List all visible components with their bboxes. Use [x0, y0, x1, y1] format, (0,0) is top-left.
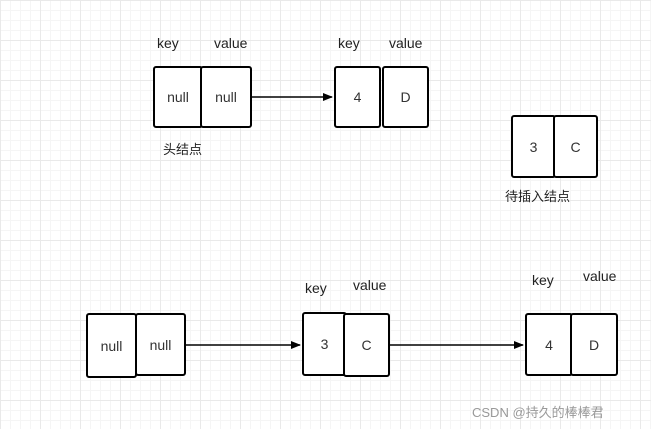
bottom-node3-value-cell: C	[343, 313, 390, 377]
bottom-head-value-cell: null	[135, 313, 186, 376]
bottom-node4-value-cell: D	[570, 313, 618, 376]
bottom-node4-key-header: key	[532, 272, 554, 288]
top-head-key-header: key	[157, 35, 179, 51]
csdn-watermark: CSDN @持久的棒棒君	[472, 405, 604, 420]
bottom-node3-value-header: value	[353, 277, 387, 293]
head-node-caption: 头结点	[163, 142, 203, 157]
pending-key-cell: 3	[511, 115, 556, 178]
top-head-value-cell: null	[200, 66, 252, 128]
bottom-node3-key-header: key	[305, 280, 327, 296]
top-head-key-cell: null	[153, 66, 203, 128]
top-node4-value-cell: D	[382, 66, 429, 128]
top-node4-key-cell: 4	[334, 66, 381, 128]
top-node4-key-header: key	[338, 35, 360, 51]
bottom-node4-key-cell: 4	[525, 313, 573, 376]
top-node4-value-header: value	[389, 35, 423, 51]
pending-node-caption: 待插入结点	[505, 189, 571, 204]
top-head-value-header: value	[214, 35, 248, 51]
bottom-head-key-cell: null	[86, 313, 137, 378]
pending-value-cell: C	[553, 115, 598, 178]
bottom-node3-key-cell: 3	[302, 312, 347, 376]
bottom-node4-value-header: value	[583, 268, 617, 284]
